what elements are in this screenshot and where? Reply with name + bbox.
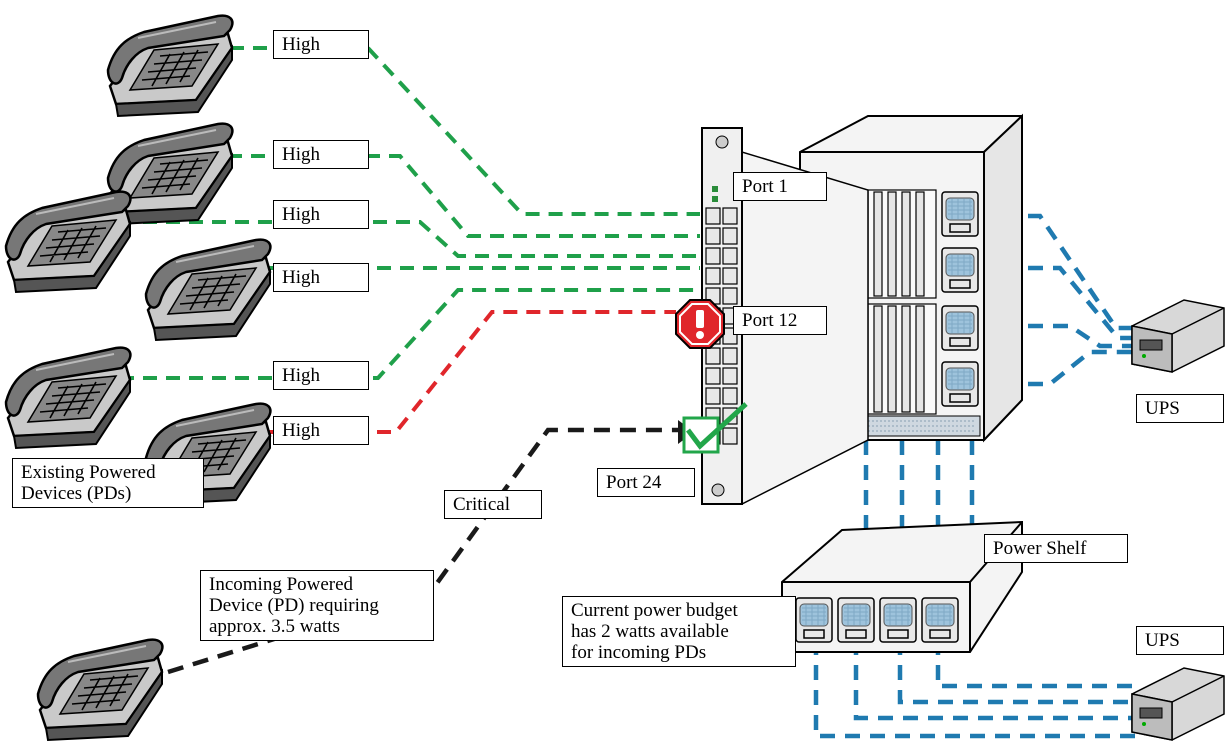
ups-label-bottom: UPS [1136,626,1224,655]
priority-label-high-2: High [273,140,369,169]
switch-port [722,287,738,305]
switch-port [705,347,721,365]
port-label-12: Port 12 [733,306,827,335]
switch-port [722,247,738,265]
link-phone1 [230,46,700,216]
ups-icon [1131,667,1225,741]
power-supply-icon [795,597,833,643]
ups-icon [1131,299,1225,373]
stop-alert-icon [675,299,725,349]
ip-phone-icon [4,346,132,450]
ip-phone-icon [4,190,132,294]
switch-port [722,227,738,245]
switch-port [722,367,738,385]
power-shelf-label: Power Shelf [984,534,1128,563]
link-phone6-denied [262,310,676,434]
switch-port [722,387,738,405]
switch-port [705,247,721,265]
switch-port [722,427,738,445]
incoming-pd-label: Incoming Powered Device (PD) requiring a… [200,570,434,641]
ip-phone-icon [36,638,164,742]
power-supply-icon [941,361,979,407]
switch-port [705,387,721,405]
port-label-1: Port 1 [733,172,827,201]
checkmark-icon [682,402,748,454]
ip-phone-icon [144,238,272,342]
power-budget-label: Current power budget has 2 watts availab… [562,596,796,667]
switch-port [722,207,738,225]
priority-label-high-1: High [273,30,369,59]
switch-port [705,267,721,285]
power-supply-icon [921,597,959,643]
power-supply-icon [837,597,875,643]
priority-label-high-6: High [273,416,369,445]
priority-label-high-4: High [273,263,369,292]
switch-port [705,227,721,245]
switch-port [722,267,738,285]
ups-label-top: UPS [1136,394,1224,423]
existing-pds-label: Existing Powered Devices (PDs) [12,458,204,508]
priority-label-high-5: High [273,361,369,390]
port-label-24: Port 24 [597,468,695,497]
switch-port [705,207,721,225]
power-supply-icon [941,247,979,293]
priority-label-critical: Critical [444,490,542,519]
switch-port [705,367,721,385]
power-supply-icon [941,305,979,351]
switch-port [722,347,738,365]
ip-phone-icon [106,14,234,118]
priority-label-high-3: High [273,200,369,229]
power-supply-icon [941,191,979,237]
power-supply-icon [879,597,917,643]
